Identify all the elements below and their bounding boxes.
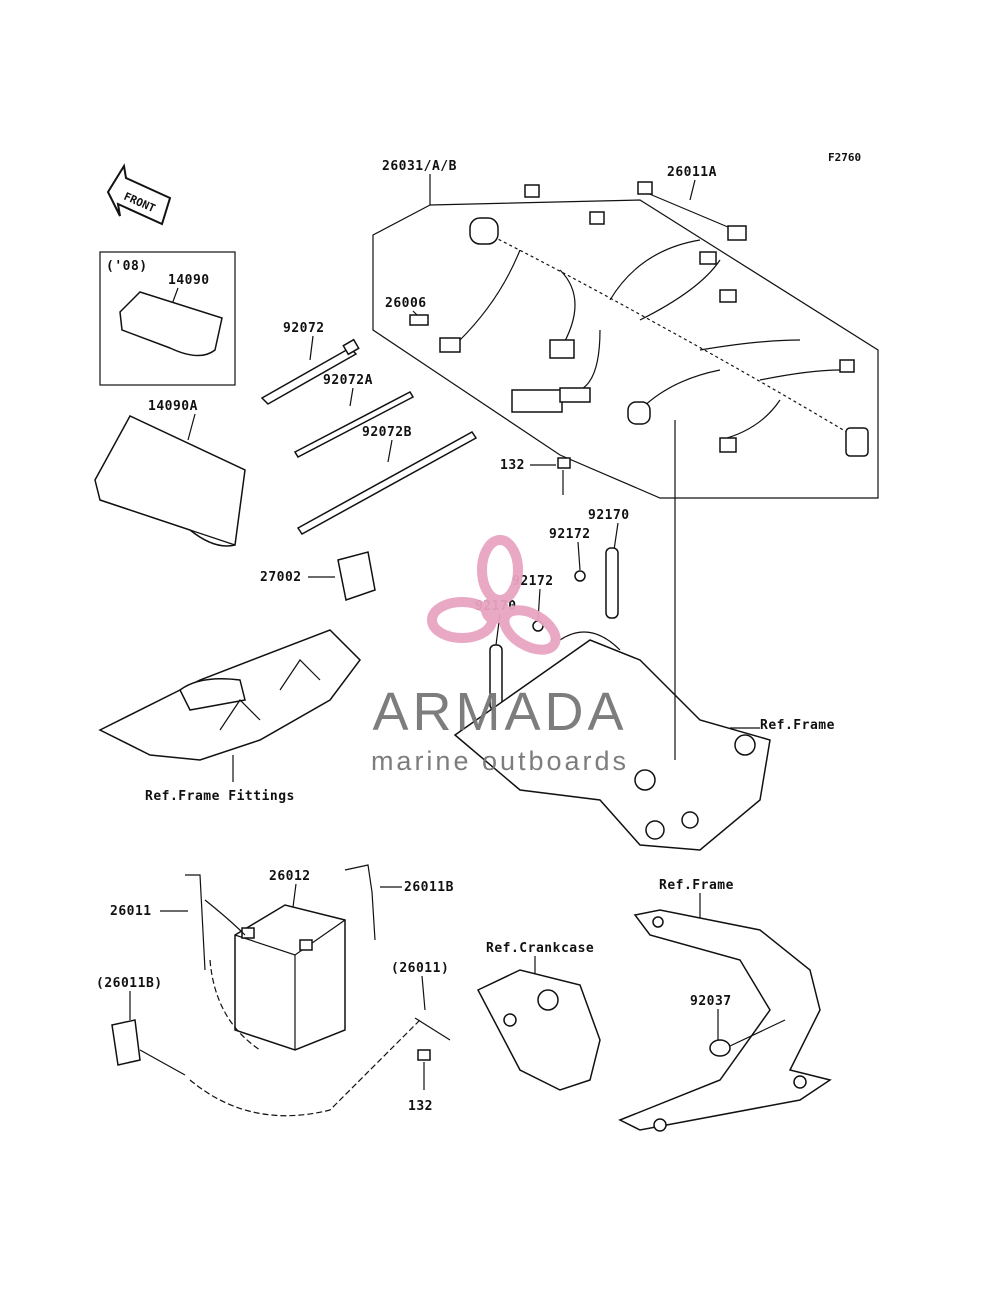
battery-group: 26012	[234, 869, 346, 1051]
crankcase-shape	[476, 969, 601, 1091]
frame-mid-group: Ref.Frame	[453, 420, 835, 851]
bolt-132-top-group: 132	[500, 457, 571, 495]
relay-shape	[337, 551, 376, 601]
cover-14090-group: ('08) 14090	[99, 251, 236, 386]
clamp-92037-group: 92037	[690, 994, 786, 1057]
relay-27002-group: 27002	[260, 551, 376, 601]
label-92072B: 92072B	[362, 425, 412, 440]
label-92072A: 92072A	[323, 373, 373, 388]
figure-code: F2760	[828, 151, 861, 164]
bolt-132-bottom-group: 132	[408, 1049, 433, 1114]
battery-shape	[234, 904, 346, 1051]
label-14090A: 14090A	[148, 399, 198, 414]
watermark-tagline: marine outboards	[371, 746, 629, 776]
label-14090: 14090	[168, 273, 210, 288]
label-26011-alt: (26011)	[391, 961, 449, 976]
label-92170-right: 92170	[588, 508, 630, 523]
frame-lower-shape	[618, 909, 832, 1131]
label-92072: 92072	[283, 321, 325, 336]
label-26011A: 26011A	[667, 165, 717, 180]
label-26006: 26006	[385, 296, 427, 311]
frame-fittings-group: Ref.Frame Fittings	[98, 629, 361, 804]
cover-14090A-shape	[94, 415, 246, 547]
label-26011: 26011	[110, 904, 152, 919]
label-26031: 26031/A/B	[382, 159, 457, 174]
frame-lower-group: Ref.Frame	[618, 878, 832, 1132]
connector-block	[511, 389, 563, 413]
crankcase-group: Ref.Crankcase	[476, 941, 601, 1091]
lead-26011A-group: 26011A	[637, 165, 747, 241]
label-ref-frame-fittings: Ref.Frame Fittings	[145, 789, 295, 804]
label-26012: 26012	[269, 869, 311, 884]
cables-group: 26011B 26011 (26011B) (26011)	[96, 864, 454, 1117]
variant-note: ('08)	[106, 259, 148, 274]
label-ref-crankcase: Ref.Crankcase	[486, 941, 594, 956]
propeller-logo-icon	[427, 535, 561, 655]
fuse-shape	[409, 314, 429, 326]
label-132-top: 132	[500, 458, 525, 473]
tie-92072-shape	[260, 347, 358, 405]
label-92172-right: 92172	[549, 527, 591, 542]
harness-group: 26031/A/B 26006	[372, 159, 879, 499]
label-92037: 92037	[690, 994, 732, 1009]
watermark-brand: ARMADA	[372, 682, 627, 742]
cover-14090-shape	[119, 291, 223, 357]
frame-mid-shape	[453, 639, 771, 851]
label-26011B: 26011B	[404, 880, 454, 895]
front-arrow-icon: FRONT	[106, 163, 172, 226]
label-26011B-alt: (26011B)	[96, 976, 163, 991]
cover-14090A-group: 14090A	[94, 399, 246, 547]
tie-92072B-shape	[296, 431, 478, 535]
label-ref-frame-lower: Ref.Frame	[659, 878, 734, 893]
label-132-bottom: 132	[408, 1099, 433, 1114]
label-ref-frame-mid: Ref.Frame	[760, 718, 835, 733]
variant-box	[99, 251, 236, 386]
tie-wraps-group: 92072 92072A 92072B	[260, 321, 478, 535]
tie-92072A-shape	[293, 391, 415, 458]
clamp-92037-shape	[709, 1039, 731, 1057]
label-27002: 27002	[260, 570, 302, 585]
watermark: ARMADA marine outboards	[371, 535, 629, 776]
